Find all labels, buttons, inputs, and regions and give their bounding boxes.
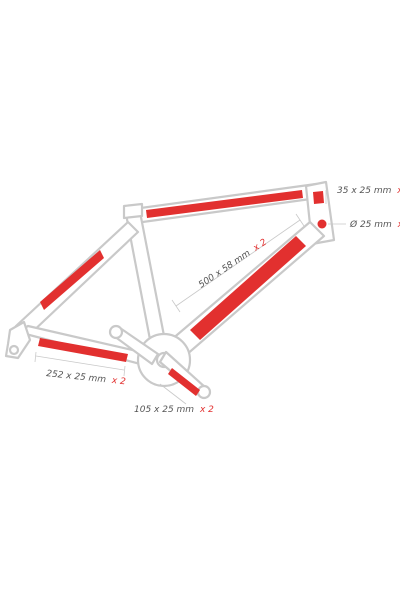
crank-tape — [168, 368, 200, 396]
chain-stay-tape — [38, 338, 128, 362]
chainstay-guide-end-a — [34, 351, 37, 363]
chainstay-strip-count: x 2 — [110, 376, 126, 388]
crank-strip-label: 105 x 25 mm x 2 — [134, 405, 214, 415]
protection-tapes — [38, 190, 327, 396]
round-patch-count: x 4 — [397, 220, 400, 230]
chainstay-strip-label: 252 x 25 mm x 2 — [46, 369, 127, 387]
top-tube-tape — [146, 190, 303, 218]
seat-stay-tape — [40, 250, 104, 310]
long-strip-guide-end-b — [295, 213, 305, 227]
dimension-guides — [34, 190, 346, 405]
head-tube-round-patch — [317, 219, 327, 229]
round-patch-size: Ø 25 mm — [349, 219, 392, 230]
head-tube-patch-count: x 4 — [396, 186, 400, 196]
chainstay-strip-size: 252 x 25 mm — [46, 369, 107, 385]
pedal-mount-front — [196, 384, 212, 400]
seat-clamp — [122, 202, 144, 220]
pedal-mount-rear — [108, 324, 124, 340]
rear-axle — [8, 344, 20, 356]
head-tube-patch-label: 35 x 25 mm x 4 — [337, 186, 400, 196]
chainstay-guide — [35, 355, 125, 371]
long-strip-count: x 2 — [251, 237, 269, 254]
long-strip-guide — [175, 219, 301, 307]
round-patch-label: Ø 25 mm x 4 — [349, 219, 400, 230]
crank-strip-count: x 2 — [199, 405, 214, 415]
crank-strip-size: 105 x 25 mm — [134, 405, 194, 415]
down-tube-tape — [190, 236, 306, 340]
long-strip-guide-end-a — [171, 299, 181, 313]
chainstay-guide-end-b — [123, 365, 126, 377]
crank-guide — [159, 383, 187, 405]
head-tube-patch — [313, 191, 324, 204]
head-tube-patch-size: 35 x 25 mm — [337, 186, 392, 196]
